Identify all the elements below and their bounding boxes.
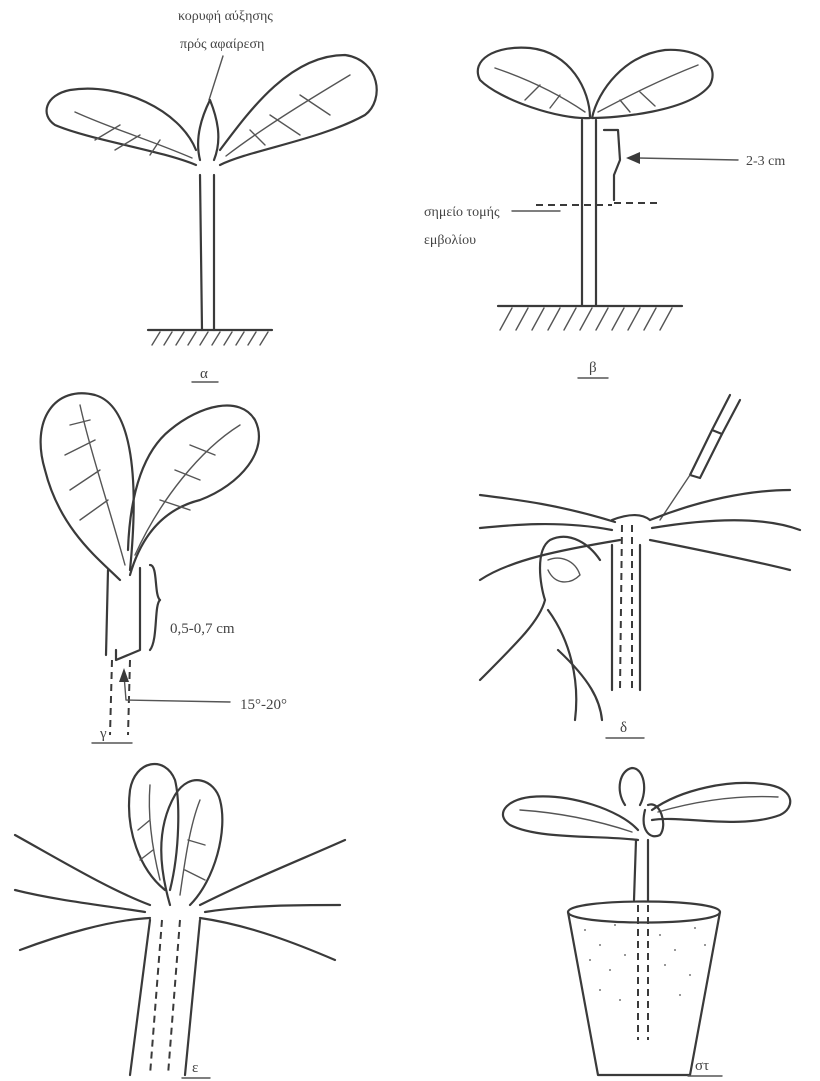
left-cotyledon-veins xyxy=(75,112,192,158)
arrow-head-icon xyxy=(119,668,129,682)
scion-stem xyxy=(106,568,140,660)
scion-left-veins xyxy=(138,785,160,880)
soil-hatch xyxy=(498,306,682,330)
panel-b-seedling-pair: 2-3 cm σημείο τομής εμβολίου β xyxy=(424,48,785,378)
rootstock-stem xyxy=(612,545,640,690)
height-bracket xyxy=(604,130,620,200)
root-dash xyxy=(638,905,648,1040)
thumb-icon xyxy=(480,537,602,720)
cut-point-label-line1: σημείο τομής xyxy=(424,205,500,220)
cut-length-brace xyxy=(150,565,160,650)
rootstock-left-cotyledon xyxy=(503,796,638,840)
scion-insertion-dash xyxy=(620,525,632,690)
stem xyxy=(634,840,648,900)
scion-left-cotyledon xyxy=(129,764,178,890)
panel-b-label: β xyxy=(589,360,597,376)
angle-label: 15°-20° xyxy=(240,697,287,713)
scion-leaves xyxy=(620,768,664,836)
pot-rim xyxy=(568,902,720,923)
cut-point-label-line2: εμβολίου xyxy=(424,233,476,248)
panel-d-insertion: δ xyxy=(480,395,800,738)
thumbnail xyxy=(548,558,580,582)
pot-body xyxy=(568,912,720,1075)
scion-stem-dash xyxy=(150,920,180,1075)
rootstock-dash xyxy=(110,660,130,735)
left-cotyledon-veins xyxy=(65,405,125,565)
growth-tip-icon xyxy=(198,100,218,160)
rootstock-right-cotyledon xyxy=(652,783,790,822)
cut-length-label: 0,5-0,7 cm xyxy=(170,621,235,637)
right-cotyledon xyxy=(220,55,377,165)
pot-soil-stipple xyxy=(584,924,706,1001)
panel-c-scion-cut: 0,5-0,7 cm 15°-20° γ xyxy=(41,393,287,743)
left-cotyledon-veins xyxy=(495,68,585,112)
panel-a-seedling: κορυφή αύξησης πρός αφαίρεση α xyxy=(47,9,377,382)
panel-a-label: α xyxy=(200,366,208,382)
panel-c-label: γ xyxy=(99,726,107,742)
growth-tip-label-line1: κορυφή αύξησης xyxy=(178,9,273,24)
left-cotyledon xyxy=(47,89,196,165)
right-veins xyxy=(658,797,778,812)
panel-e-joined: ε xyxy=(15,764,345,1078)
stem xyxy=(582,120,596,305)
height-pointer xyxy=(638,158,738,160)
probe-tip xyxy=(660,475,690,520)
arrow-head-icon xyxy=(626,152,640,164)
right-cotyledon xyxy=(592,50,713,118)
panel-f-potted: στ xyxy=(503,768,790,1076)
stem xyxy=(200,175,214,330)
rootstock-stem xyxy=(130,920,200,1075)
right-cotyledon-veins xyxy=(135,425,240,555)
rootstock-left-cotyledon xyxy=(15,835,150,950)
probe-tool-icon xyxy=(690,395,740,478)
panel-e-label: ε xyxy=(192,1060,198,1076)
right-cotyledon xyxy=(128,406,259,575)
graft-union xyxy=(612,515,650,520)
height-label: 2-3 cm xyxy=(746,154,785,169)
left-cotyledon-outline xyxy=(480,495,620,580)
growth-tip-label-line2: πρός αφαίρεση xyxy=(180,37,264,52)
panel-d-label: δ xyxy=(620,720,627,736)
scion-right-veins xyxy=(180,800,205,895)
growth-tip-pointer xyxy=(209,56,223,100)
right-cotyledon-veins xyxy=(598,65,698,112)
panel-f-label: στ xyxy=(695,1058,709,1074)
angle-pointer xyxy=(124,675,230,702)
soil-hatch xyxy=(148,330,272,345)
rootstock-right-cotyledon xyxy=(200,840,345,960)
